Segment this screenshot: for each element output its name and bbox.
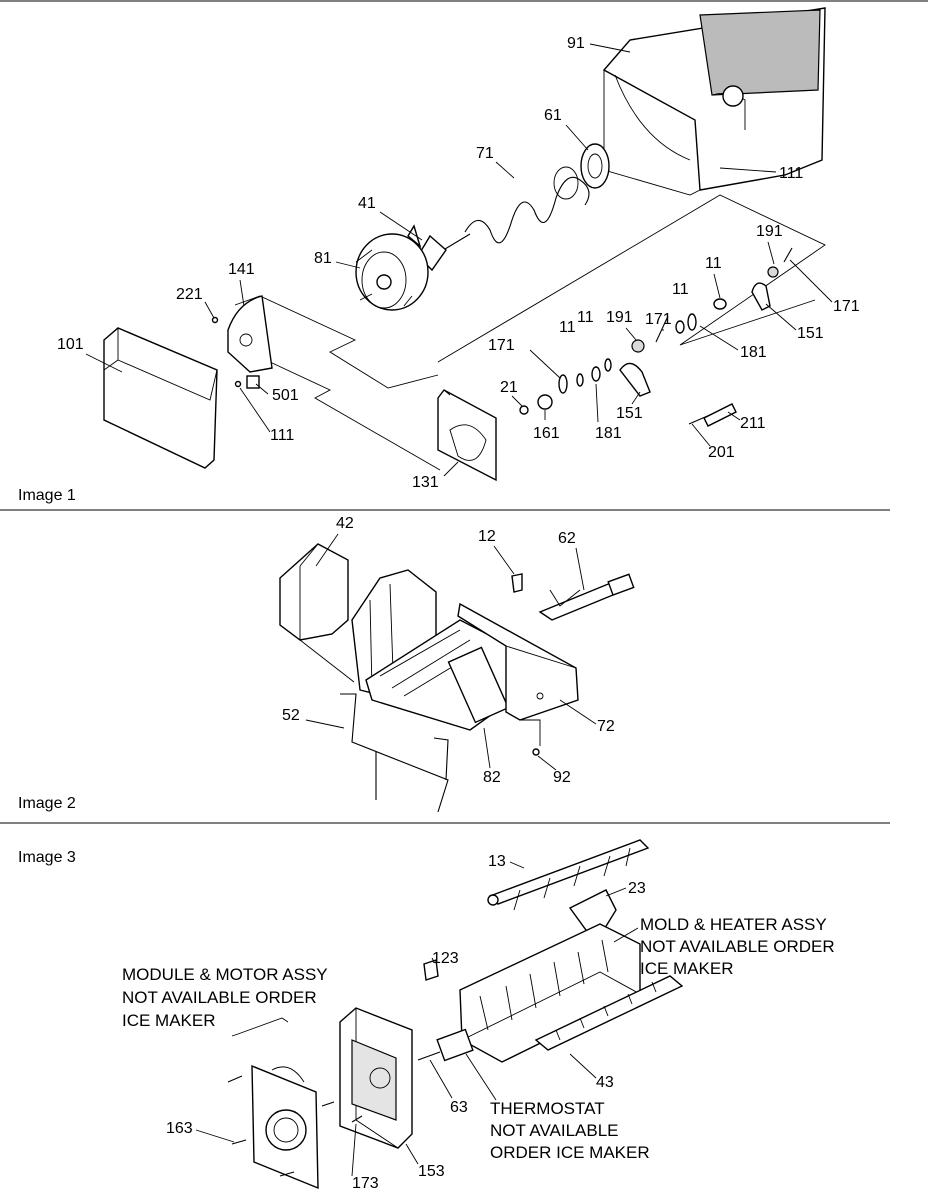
note-module-line-1: MODULE & MOTOR ASSY [122,965,328,984]
part-agitator-drum [355,233,429,311]
part-bracket-plate [437,389,497,482]
part-screw-221 [211,316,219,324]
panel-caption: Image 3 [18,849,76,866]
part-nut-501 [246,375,260,389]
part-label: 151 [797,325,824,342]
note-module-line-2: NOT AVAILABLE ORDER [122,988,317,1007]
part-label: 171 [833,298,860,315]
part-screw-111 [234,380,242,388]
panel-caption: Image 2 [18,795,76,812]
part-label: 11 [559,319,576,336]
part-label: 191 [606,309,633,326]
part-label: 41 [358,195,376,212]
part-label: 211 [740,415,766,432]
part-label: 201 [708,444,735,461]
part-screw-92 [532,748,540,756]
part-label: 92 [553,769,571,786]
part-ice-bucket [602,7,826,196]
part-label: 153 [418,1163,445,1180]
part-label: 101 [57,336,84,353]
part-hardware-row [519,247,793,427]
part-label: 111 [270,427,294,444]
part-mounting-bracket [457,602,579,721]
note-thermostat-line-1: THERMOSTAT [490,1099,605,1118]
part-label: 21 [500,379,518,396]
part-label: 181 [595,425,622,442]
part-label: 181 [740,344,767,361]
note-mold-line-1: MOLD & HEATER ASSY [640,915,827,934]
part-label: 151 [616,405,643,422]
note-thermostat-line-3: ORDER ICE MAKER [490,1143,650,1162]
part-thermostat [417,1028,474,1062]
part-label: 501 [272,387,299,404]
part-label: 171 [645,311,672,328]
part-label: 123 [432,950,459,967]
part-label: 191 [756,223,783,240]
panel-image-2: Image 2 [18,515,635,813]
panel-image-3: Image 3 [18,839,835,1192]
part-wire-harness [538,573,635,621]
part-shutoff-arm [340,693,449,813]
part-label: 63 [450,1099,468,1116]
part-label: 62 [558,530,576,547]
part-screws [227,1075,363,1177]
part-label: 131 [412,474,439,491]
part-motor-plate [251,1064,319,1190]
panel-image-1: Image 1 [18,7,860,504]
part-module-housing [339,1007,413,1149]
part-label: 71 [476,145,494,162]
note-thermostat-line-2: NOT AVAILABLE [490,1121,619,1140]
part-clip [511,573,523,593]
part-label: 72 [597,718,615,735]
part-label: 43 [596,1074,614,1091]
part-label: 52 [282,707,300,724]
part-label: 111 [779,165,803,182]
part-label: 13 [488,853,506,870]
part-label: 91 [567,35,585,52]
part-label: 12 [478,528,496,545]
part-label: 221 [176,286,203,303]
part-label: 171 [488,337,515,354]
part-label: 161 [533,425,560,442]
part-side-cover [279,543,349,641]
part-motor-housing [227,295,273,373]
part-ejector-blade [487,839,650,911]
part-label: 42 [336,515,354,532]
part-label: 81 [314,250,332,267]
part-label: 11 [705,255,722,272]
part-label: 11 [577,309,594,326]
part-label: 141 [228,261,255,278]
part-label: 82 [483,769,501,786]
part-auger-spring [464,176,590,244]
part-label: 163 [166,1120,193,1137]
part-lever-23 [568,889,617,937]
part-ice-maker-body [351,569,513,731]
part-label: 23 [628,880,646,897]
note-module-line-3: ICE MAKER [122,1011,216,1030]
part-label: 173 [352,1175,379,1192]
part-clip-123 [423,959,439,981]
note-mold-line-2: NOT AVAILABLE ORDER [640,937,835,956]
part-label: 61 [544,107,562,124]
panel-caption: Image 1 [18,487,76,504]
part-front-cover [103,327,218,469]
note-mold-line-3: ICE MAKER [640,959,734,978]
part-label: 11 [672,281,689,298]
part-bucket-ring [580,143,610,189]
part-heater-shield [534,975,684,1051]
